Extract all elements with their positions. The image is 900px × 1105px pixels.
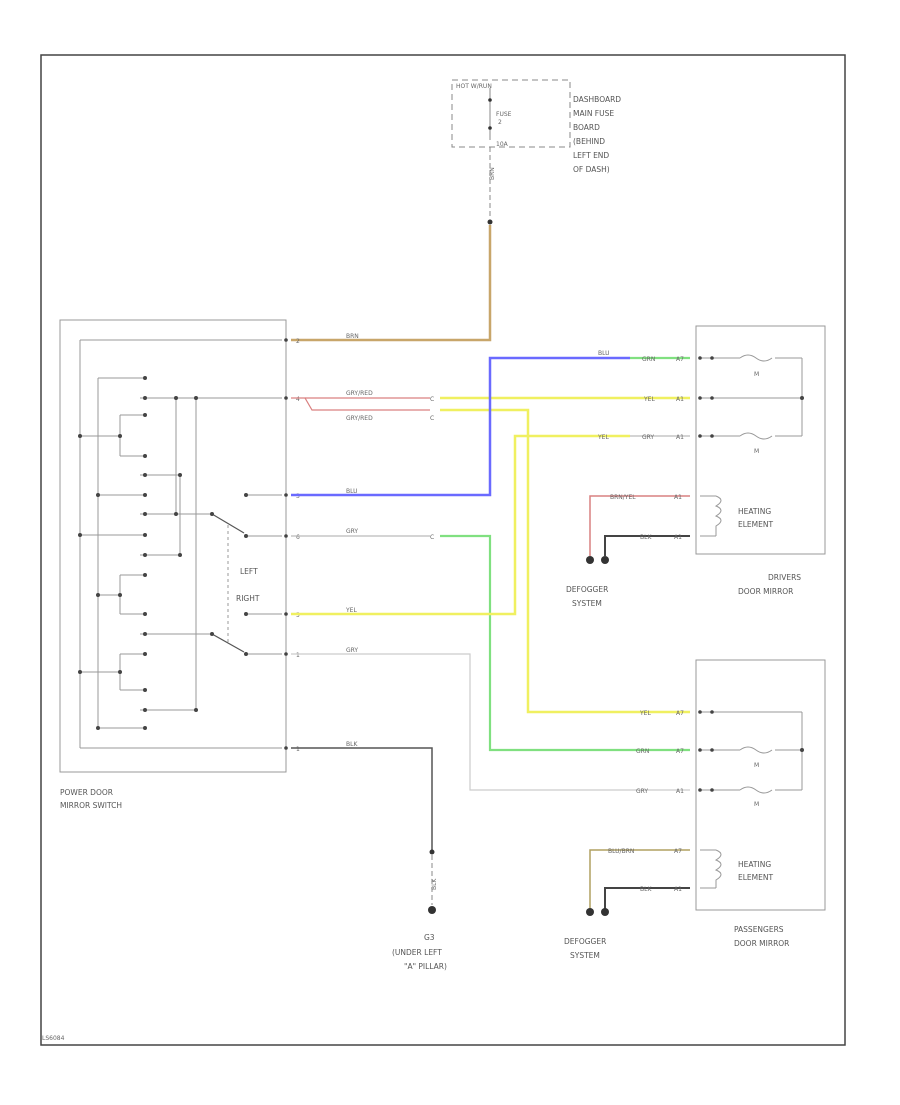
fuse-block: HOT W/RUN FUSE 2 10A DASHBOARD MAIN FUSE… [451,79,621,225]
wire-gry-red [291,397,430,411]
passenger-w1-label: YEL [639,710,651,717]
driver-w1a-label: BLU [598,350,610,357]
driver-heater-1: HEATING [738,507,771,516]
wire-label-blk: BLK [346,741,358,748]
driver-mirror-name-1: DRIVERS [768,573,801,582]
driver-motor-2: M [754,448,759,455]
passenger-defogger-1: DEFOGGER [564,937,606,946]
passenger-w2-pin: A7 [676,748,684,755]
driver-defogger-1: DEFOGGER [566,585,608,594]
passenger-mirror-name-1: PASSENGERS [734,925,784,934]
passenger-heat-w2-label: BLK [640,886,652,893]
ground-location-2: "A" PILLAR) [404,962,447,971]
passenger-heater-1: HEATING [738,860,771,869]
ground-g3: BLK G3 (UNDER LEFT "A" PILLAR) [392,849,447,971]
switch-right-label: RIGHT [236,594,260,603]
switch-pin-4: 6 [296,534,300,541]
driver-defogger-2: SYSTEM [572,599,602,608]
wire-yel-passenger [440,408,690,714]
passenger-w3-pin: A1 [676,788,684,795]
passenger-defogger-2: SYSTEM [570,951,600,960]
passenger-w3-label: GRY [636,788,648,795]
driver-heat-w2-label: BLK [640,534,652,541]
switch-pin-gnd: 1 [296,746,300,753]
passenger-motor-1: M [754,762,759,769]
passengers-door-mirror: YEL A7 GRN A7 GRY A1 M M BLU/BRN A7 BLK … [564,659,826,960]
switch-left-label: LEFT [240,567,258,576]
wire-label-gry: GRY [346,528,358,535]
wire-label-blu: BLU [346,488,358,495]
brn-wire-label: BRN [346,333,359,340]
fuse-location-4: (BEHIND [573,137,605,146]
passenger-heat-w1-label: BLU/BRN [608,848,634,855]
ground-wire-label: BLK [431,878,438,890]
passenger-heat-w2-pin: A1 [674,886,682,893]
switch-pin-5: 5 [296,612,300,619]
wire-gry2 [291,653,690,791]
fuse-location-3: BOARD [573,123,600,132]
switch-name-1: POWER DOOR [60,788,113,797]
wire-yel [291,434,630,616]
fuse-location-1: DASHBOARD [573,95,621,104]
passenger-w1-pin: A7 [676,710,684,717]
driver-heat-w1-pin: A1 [674,494,682,501]
fuse-location-5: LEFT END [573,151,609,160]
fuse-label: FUSE [496,111,512,118]
switch-pin-1: 2 [296,338,300,345]
driver-w1-pin: A7 [676,356,684,363]
passenger-heat-w1-pin: A7 [674,848,682,855]
drivers-door-mirror: BLU GRN A7 YEL A1 YEL GRY A1 M M BRN/Y [566,325,826,608]
fuse-number: 2 [498,119,502,126]
driver-w2-pin: A1 [676,396,684,403]
driver-mirror-name-2: DOOR MIRROR [738,587,793,596]
wire-brn [291,225,492,342]
driver-w3b-label: GRY [642,434,654,441]
wire-grn-passenger [440,534,690,752]
wire-label-gry-red-2: GRY/RED [346,415,373,422]
switch-pin-2: 4 [296,396,300,403]
ground-location-1: (UNDER LEFT [392,948,442,957]
driver-w3a-label: YEL [597,434,609,441]
diagram-frame [40,54,846,1046]
passenger-heater-2: ELEMENT [738,873,773,882]
wire-blu [291,356,630,497]
switch-pin-6: 1 [296,652,300,659]
power-door-mirror-switch: LEFT RIGHT 2 4 3 6 5 1 1 POWER DOOR MIRR… [59,319,300,810]
wire-label-gry2: GRY [346,647,358,654]
connector-c2: C [430,415,434,422]
driver-w3-pin: A1 [676,434,684,441]
ground-id: G3 [424,933,435,942]
fuse-wire-label: BRN [489,167,496,180]
passenger-motor-2: M [754,801,759,808]
fuse-location-2: MAIN FUSE [573,109,614,118]
figure-id: LS6084 [42,1035,65,1042]
driver-heat-w2-pin: A1 [674,534,682,541]
connector-c3: C [430,534,434,541]
driver-motor-1: M [754,371,759,378]
driver-heat-w1-label: BRN/YEL [610,494,636,501]
wire-label-gry-red-1: GRY/RED [346,390,373,397]
driver-w1b-label: GRN [642,356,655,363]
wire-label-yel: YEL [345,607,357,614]
passenger-mirror-name-2: DOOR MIRROR [734,939,789,948]
driver-w2-label: YEL [643,396,655,403]
fuse-location-6: OF DASH) [573,165,610,174]
driver-heater-2: ELEMENT [738,520,773,529]
passenger-w2-label: GRN [636,748,649,755]
wire-blk [291,747,433,850]
fuse-amps: 10A [496,141,509,148]
switch-pin-3: 3 [296,493,300,500]
connector-c1: C [430,396,434,403]
fuse-hot-label: HOT W/RUN [456,83,492,90]
switch-name-2: MIRROR SWITCH [60,801,122,810]
